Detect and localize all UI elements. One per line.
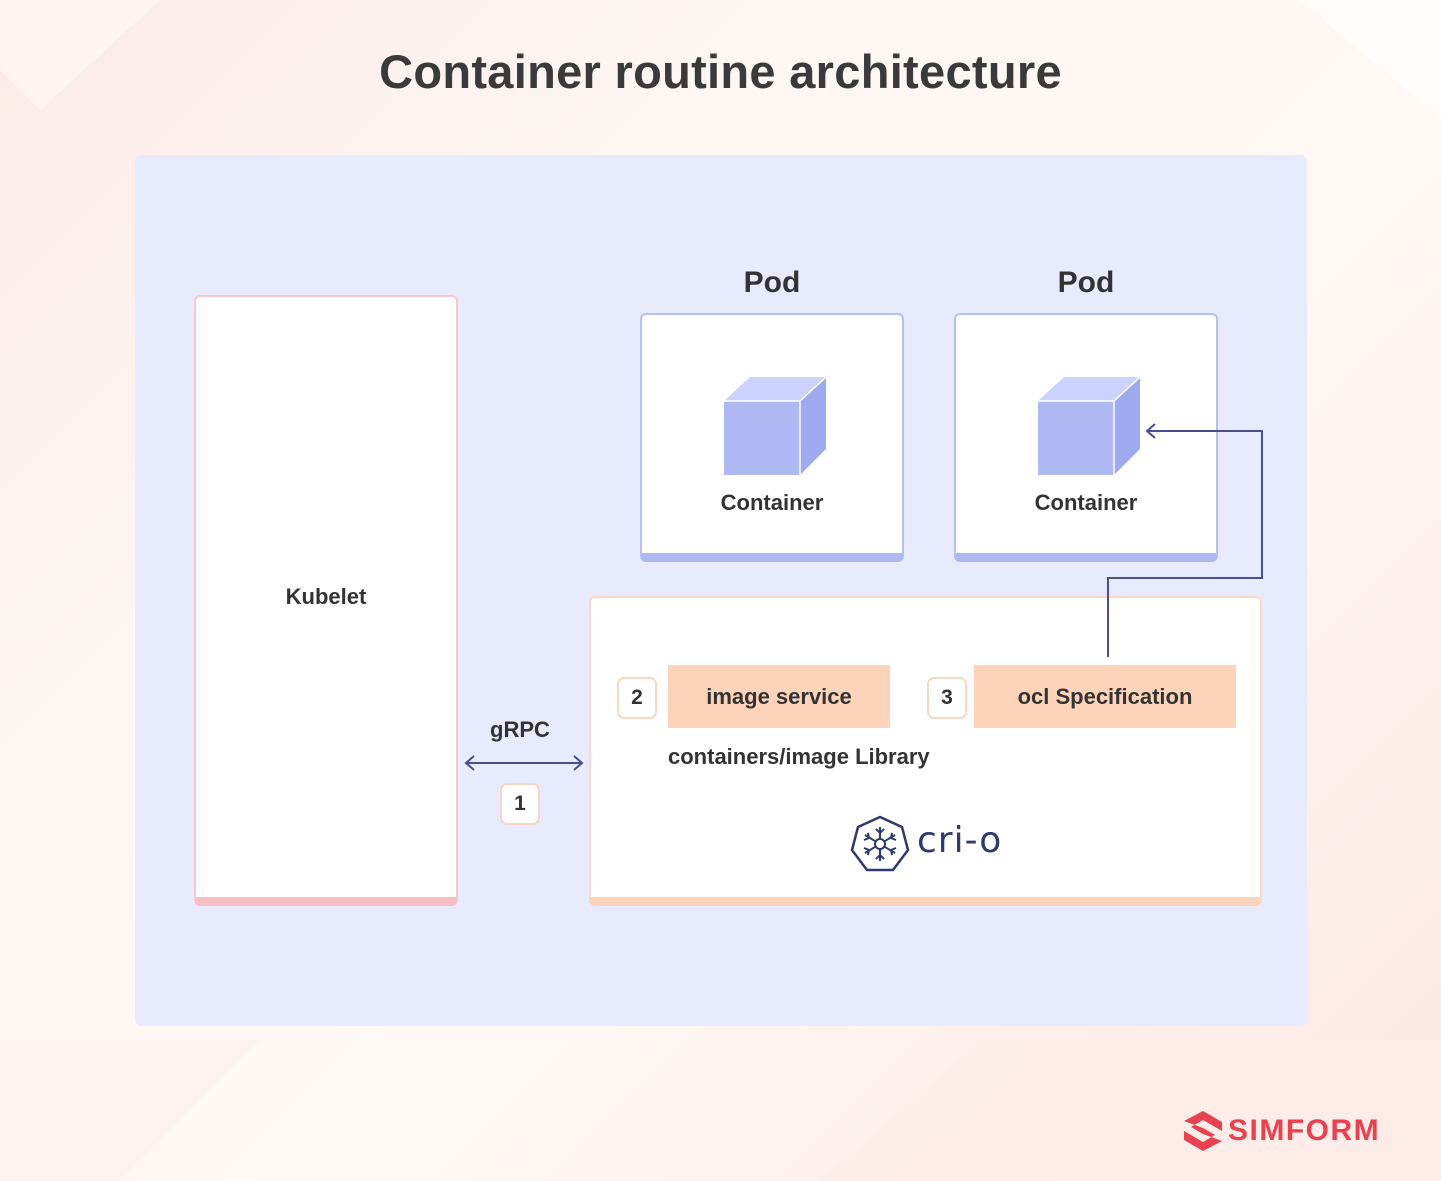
container-label-2: Container <box>1034 490 1138 515</box>
pod-box-1: Container <box>640 313 904 562</box>
container-cube-icon <box>724 376 826 475</box>
brand-name: SIMFORM <box>1228 1114 1381 1147</box>
brand-logo: SIMFORM <box>1184 1111 1380 1151</box>
oci-to-container-arrow <box>1107 423 1263 657</box>
oci-specification-box: ocl Specification <box>974 665 1236 728</box>
grpc-label: gRPC <box>490 717 550 742</box>
crio-box <box>589 596 1262 906</box>
pod-label-2: Pod <box>1057 266 1115 299</box>
crio-logo-icon <box>850 815 910 872</box>
crio-logo-text: cri-o <box>917 820 1003 861</box>
kubelet-box: Kubelet <box>194 295 458 906</box>
grpc-double-arrow <box>464 755 584 771</box>
step-badge-1: 1 <box>500 783 540 825</box>
image-service-box: image service <box>668 665 890 728</box>
pod-box-2: Container <box>954 313 1218 562</box>
step-badge-3: 3 <box>927 677 967 719</box>
container-cube-icon <box>1038 376 1140 475</box>
pod-label-1: Pod <box>743 266 801 299</box>
container-label-1: Container <box>720 490 824 515</box>
page-title: Container routine architecture <box>379 45 1062 98</box>
step-badge-2: 2 <box>617 677 657 719</box>
kubelet-label: Kubelet <box>285 583 367 609</box>
simform-logo-icon <box>1184 1111 1222 1151</box>
library-label: containers/image Library <box>668 744 930 769</box>
